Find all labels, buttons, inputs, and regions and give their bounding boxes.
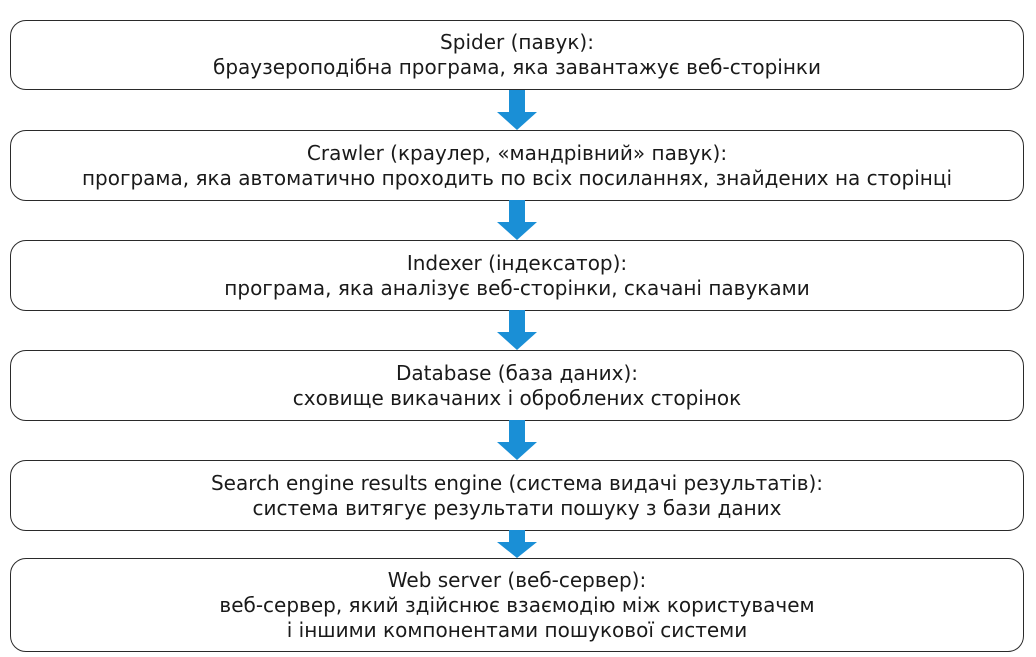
step-title: Search engine results engine (система ви… <box>210 470 824 495</box>
step-description: і іншими компонентами пошукової системи <box>286 617 748 642</box>
step-title: Database (база даних): <box>396 360 638 385</box>
step-web-server-box: Web server (веб-сервер): веб-сервер, яки… <box>10 558 1024 652</box>
step-description: веб-сервер, який здійснює взаємодію між … <box>219 592 815 617</box>
down-arrow-icon <box>497 310 537 350</box>
step-indexer-box: Indexer (індексатор): програма, яка анал… <box>10 240 1024 311</box>
step-database-box: Database (база даних): сховище викачаних… <box>10 350 1024 421</box>
step-title: Spider (павук): <box>440 30 594 54</box>
step-description: програма, яка автоматично проходить по в… <box>81 165 953 190</box>
down-arrow-icon <box>497 420 537 460</box>
step-results-engine-box: Search engine results engine (система ви… <box>10 460 1024 531</box>
step-description: сховище викачаних і оброблених сторінок <box>292 385 742 410</box>
step-title: Web server (веб-сервер): <box>387 567 647 592</box>
step-title: Crawler (краулер, «мандрівний» павук): <box>306 140 728 165</box>
step-crawler-box: Crawler (краулер, «мандрівний» павук): п… <box>10 130 1024 201</box>
down-arrow-icon <box>497 530 537 558</box>
step-title: Indexer (індексатор): <box>406 250 628 275</box>
down-arrow-icon <box>497 90 537 130</box>
step-spider-box: Spider (павук): браузероподібна програма… <box>10 20 1024 90</box>
down-arrow-icon <box>497 200 537 240</box>
step-description: система витягує результати пошуку з бази… <box>252 495 782 520</box>
step-description: браузероподібна програма, яка завантажує… <box>213 55 821 79</box>
step-description: програма, яка аналізує веб-сторінки, ска… <box>224 275 810 300</box>
